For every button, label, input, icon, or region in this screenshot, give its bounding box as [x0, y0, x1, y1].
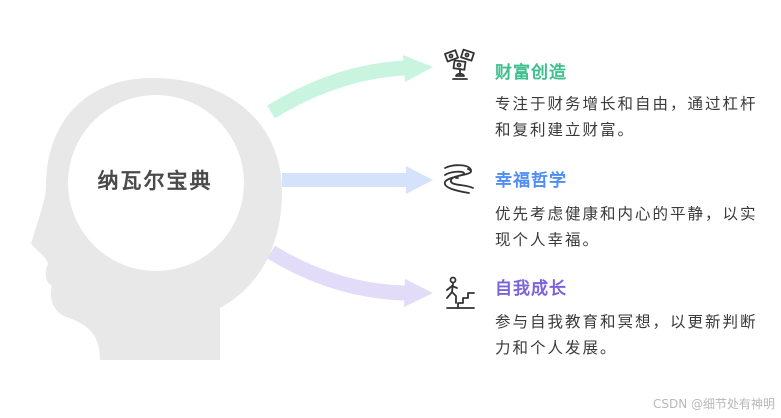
- climbing-stairs-icon: [443, 276, 477, 310]
- center-title: 纳瓦尔宝典: [66, 165, 244, 195]
- money-tree-icon: [443, 48, 477, 82]
- arrow-wealth: [271, 68, 405, 112]
- growth-description: 参与自我教育和冥想，以更新判断力和个人发展。: [495, 309, 765, 361]
- winding-road-icon: [443, 160, 477, 194]
- arrow-growth: [271, 252, 405, 293]
- watermark: CSDN @细节处有神明: [653, 395, 775, 412]
- growth-title: 自我成长: [495, 274, 567, 299]
- wealth-title: 财富创造: [495, 58, 567, 83]
- arrow-growth-head: [404, 279, 433, 307]
- arrow-wealth-head: [403, 55, 433, 82]
- wealth-description: 专注于财务增长和自由，通过杠杆和复利建立财富。: [495, 91, 765, 143]
- arrow-happiness: [282, 173, 408, 187]
- arrow-happiness-head: [406, 166, 433, 194]
- happiness-description: 优先考虑健康和内心的平静，以实现个人幸福。: [495, 201, 765, 253]
- happiness-title: 幸福哲学: [495, 166, 567, 191]
